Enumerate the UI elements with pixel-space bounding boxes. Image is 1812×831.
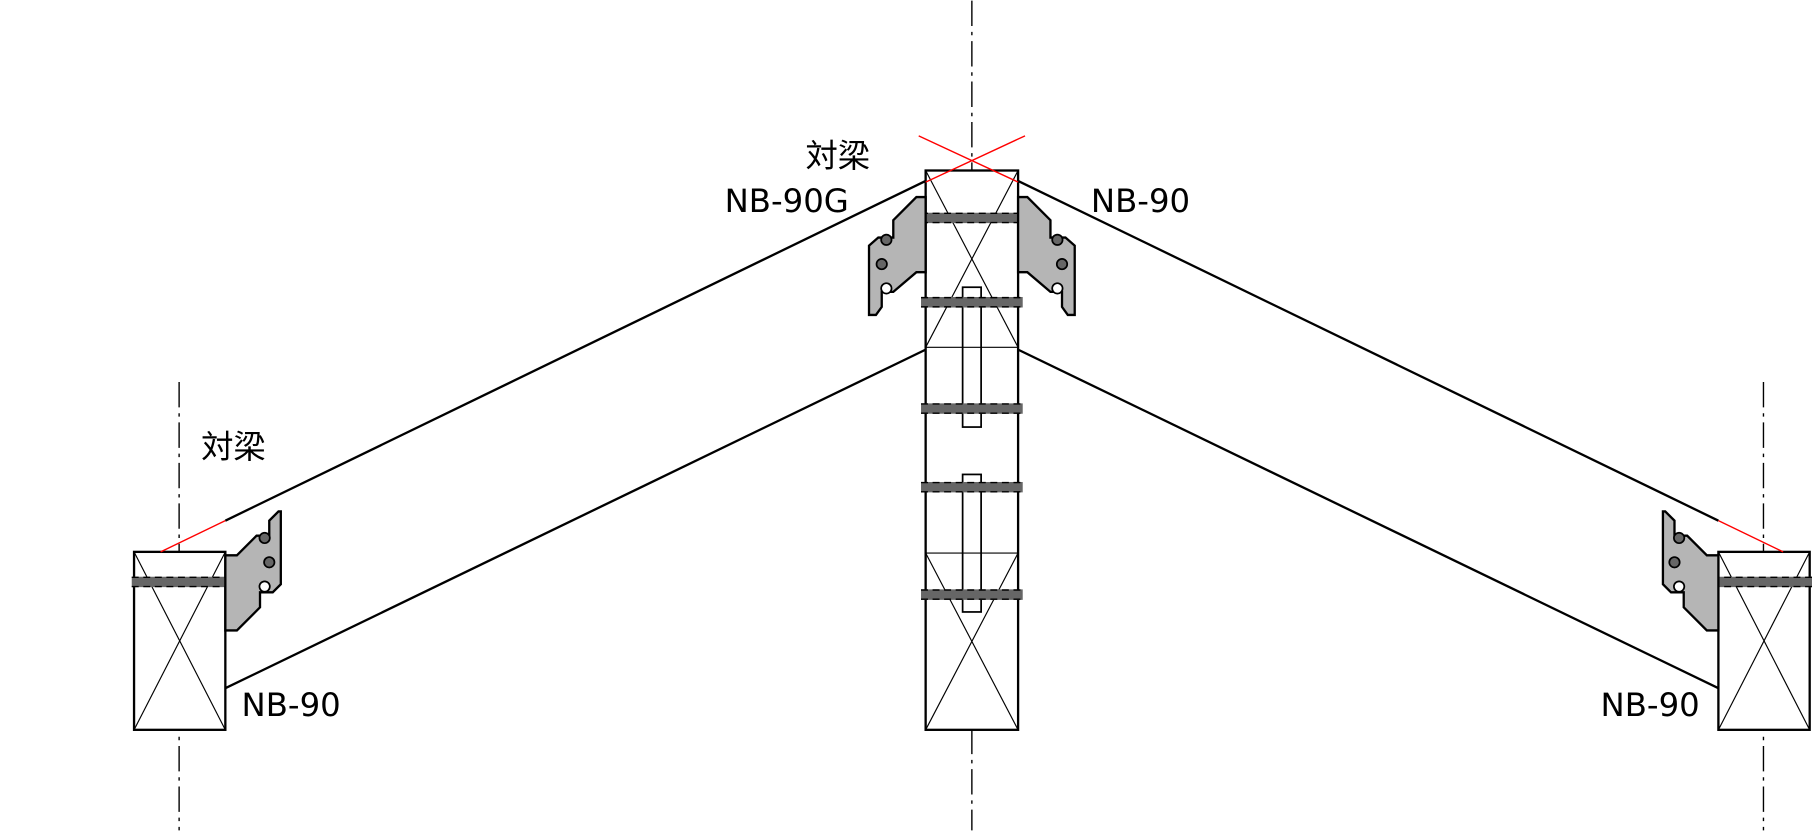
hanger-bracket-right: [1661, 510, 1720, 632]
left-hanger-label: NB-90: [242, 686, 341, 724]
rafters: [224, 179, 1719, 690]
center-spline: [961, 286, 982, 428]
right-rafter-top: [1017, 179, 1719, 522]
right-rafter-bottom: [1017, 348, 1719, 690]
center-right-hanger-label: NB-90: [1091, 182, 1190, 220]
right-hanger-label: NB-90: [1601, 686, 1700, 724]
center-pair-beam-label: 対梁: [805, 137, 870, 175]
left-pair-beam-label: 対梁: [201, 428, 266, 466]
hanger-bracket-left: [224, 510, 282, 632]
left-rafter-top: [224, 179, 927, 522]
left-post: [131, 550, 232, 731]
center-post: [924, 169, 1020, 731]
center-left-hanger-label: NB-90G: [725, 182, 849, 220]
bolts: [921, 212, 1023, 600]
right-post: [1712, 550, 1812, 731]
left-rafter-bottom: [224, 348, 927, 690]
hanger-bracket-center-right: [1016, 195, 1076, 317]
guide-lines: [160, 135, 1784, 553]
hanger-bracket-center-left: [867, 195, 927, 317]
center-spline: [961, 473, 982, 613]
